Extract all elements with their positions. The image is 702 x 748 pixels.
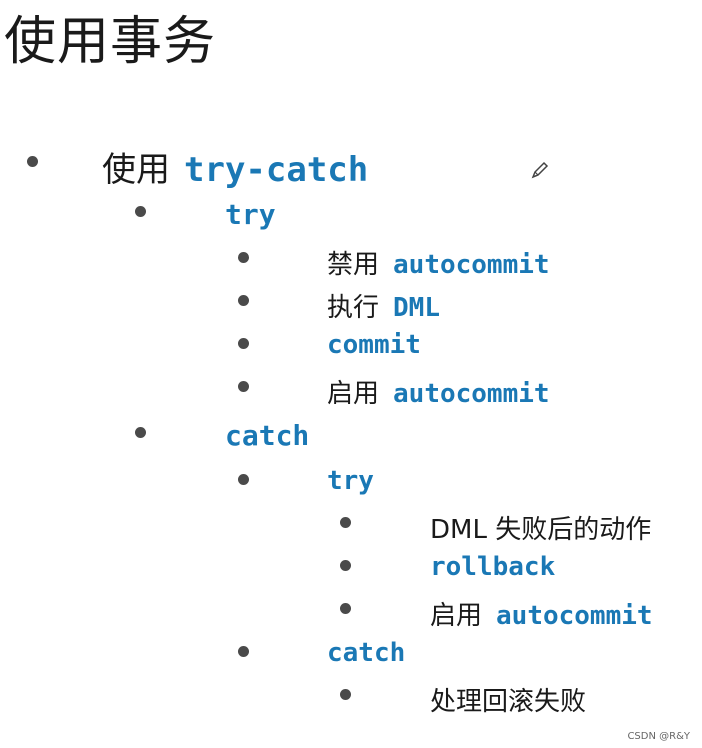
bullet bbox=[135, 427, 146, 438]
item-prefix: 启用 bbox=[430, 601, 483, 631]
catch-label: catch bbox=[225, 419, 310, 452]
outline-item-try: try bbox=[225, 198, 276, 231]
item-code: autocommit bbox=[393, 250, 550, 280]
item-code: try-catch bbox=[184, 150, 369, 190]
item-prefix: DML 失败后的动作 bbox=[430, 515, 652, 545]
item-prefix: 执行 bbox=[327, 293, 380, 323]
bullet bbox=[238, 252, 249, 263]
item-code: autocommit bbox=[496, 601, 653, 631]
inner-try-label: try bbox=[327, 466, 374, 496]
bullet bbox=[27, 156, 38, 167]
item-prefix: 启用 bbox=[327, 379, 380, 409]
outline-item-catch: catch bbox=[225, 419, 309, 452]
outline-item-inner-try: try bbox=[327, 466, 374, 496]
outline-item-inner-catch: catch bbox=[327, 638, 405, 668]
outline-item-execute-dml: 执行 DML bbox=[327, 287, 440, 324]
item-prefix: 使用 bbox=[102, 150, 170, 190]
bullet bbox=[340, 560, 351, 571]
try-label: try bbox=[225, 198, 276, 231]
pencil-icon bbox=[531, 161, 549, 179]
item-code: DML bbox=[393, 293, 440, 323]
slide-title: 使用事务 bbox=[4, 12, 217, 72]
inner-catch-label: catch bbox=[327, 638, 406, 668]
outline-item-rollback: rollback bbox=[430, 552, 555, 582]
bullet bbox=[238, 474, 249, 485]
outline-item-commit: commit bbox=[327, 330, 421, 360]
bullet bbox=[238, 646, 249, 657]
item-prefix: 禁用 bbox=[327, 250, 380, 280]
item-prefix: 处理回滚失败 bbox=[430, 687, 587, 717]
bullet bbox=[135, 206, 146, 217]
bullet bbox=[238, 295, 249, 306]
bullet bbox=[238, 338, 249, 349]
outline-item-enable-autocommit-2: 启用 autocommit bbox=[430, 595, 653, 632]
bullet bbox=[340, 603, 351, 614]
item-code: rollback bbox=[430, 552, 556, 582]
watermark: CSDN @R&Y bbox=[627, 731, 690, 742]
outline-item-disable-autocommit: 禁用 autocommit bbox=[327, 244, 550, 281]
outline-item-handle-rollback-failure: 处理回滚失败 bbox=[430, 681, 586, 718]
item-code: autocommit bbox=[393, 379, 550, 409]
outline-item-dml-failure-action: DML 失败后的动作 bbox=[430, 509, 651, 546]
item-code: commit bbox=[327, 330, 421, 360]
bullet bbox=[238, 381, 249, 392]
outline-item-try-catch: 使用 try-catch bbox=[102, 142, 368, 191]
bullet bbox=[340, 689, 351, 700]
bullet bbox=[340, 517, 351, 528]
outline-item-enable-autocommit: 启用 autocommit bbox=[327, 373, 550, 410]
